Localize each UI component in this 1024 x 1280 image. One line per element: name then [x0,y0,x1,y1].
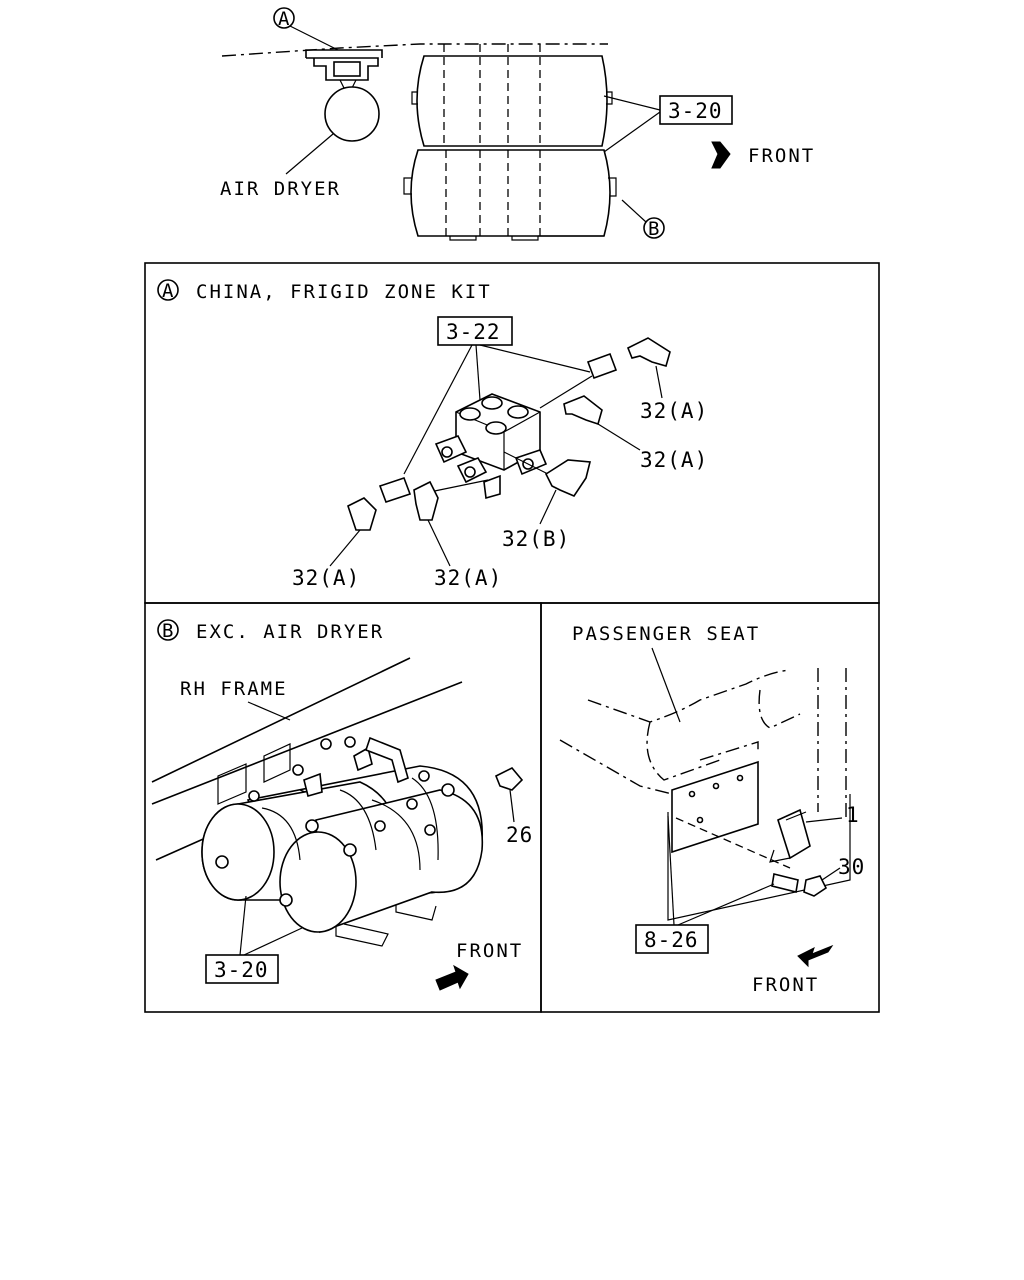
elbow-32a-1 [626,337,671,367]
fitting-nipple-left [378,476,412,504]
panel-b-title: EXC. AIR DRYER [196,621,384,643]
callout-a-circle [273,7,295,29]
panel-a: A CHINA, FRIGID ZONE KIT 3-22 [157,279,708,590]
front-label-top: FRONT [748,145,815,167]
air-dryer-label: AIR DRYER [220,178,341,200]
ref-box-3-20-b [205,954,279,984]
mounting-plate [671,760,759,854]
relay-valve [434,393,548,500]
passenger-seat-label: PASSENGER SEAT [572,623,760,645]
part-1-label: 1 [846,803,860,827]
air-dryer-circle [324,86,380,142]
ref-box-8-26 [635,924,709,954]
panel-b-marker-circle [157,619,179,641]
elbow-32a-4 [413,480,439,521]
elbow-26 [494,767,524,791]
panel-a-marker-circle [157,279,179,301]
right-tank-end [279,831,357,933]
front-arrow-c-icon [797,944,834,968]
ref-box-3-20-top [659,95,733,125]
callout-a-label: A [278,8,291,30]
front-label-b: FRONT [456,940,523,962]
panel-c-frame [540,602,880,1013]
elbow-32a-3 [347,497,377,531]
panel-b: B EXC. AIR DRYER RH FRAME [151,619,533,991]
part-32a-label-4: 32(A) [434,566,502,590]
top-overview: A 3-20 B AIR DRYER FRONT [220,7,815,241]
part-30-nut [803,875,828,897]
panel-b-marker: B [162,620,175,642]
front-label-c: FRONT [752,974,819,996]
ref-8-26: 8-26 [644,928,699,952]
ref-3-20-b: 3-20 [214,958,269,982]
rh-frame-label: RH FRAME [180,678,288,700]
front-arrow-icon [711,141,731,169]
part-1-sensor [777,808,811,860]
callout-b-label: B [648,218,661,240]
elbow-32a-2 [563,395,603,426]
front-arrow-b-icon [435,964,469,991]
part-32a-label-3: 32(A) [292,566,360,590]
part-30-label: 30 [838,855,865,879]
bolt [771,873,799,893]
ref-3-22: 3-22 [446,320,501,344]
panel-a-title: CHINA, FRIGID ZONE KIT [196,281,492,303]
right-air-tank [315,789,484,934]
ref-3-20-top: 3-20 [668,99,723,123]
part-26-label: 26 [506,823,533,847]
part-32b-label: 32(B) [502,527,570,551]
part-32a-label-1: 32(A) [640,399,708,423]
elbow-32b [544,459,592,497]
lower-air-tank [410,149,611,237]
part-32a-label-2: 32(A) [640,448,708,472]
upper-air-tank [416,55,608,147]
panel-a-marker: A [162,280,175,302]
panel-c: PASSENGER SEAT 1 30 8-26 FRO [559,623,865,996]
fitting-nipple-right [586,352,618,380]
callout-b-circle [643,217,665,239]
ref-box-3-22 [437,316,513,346]
